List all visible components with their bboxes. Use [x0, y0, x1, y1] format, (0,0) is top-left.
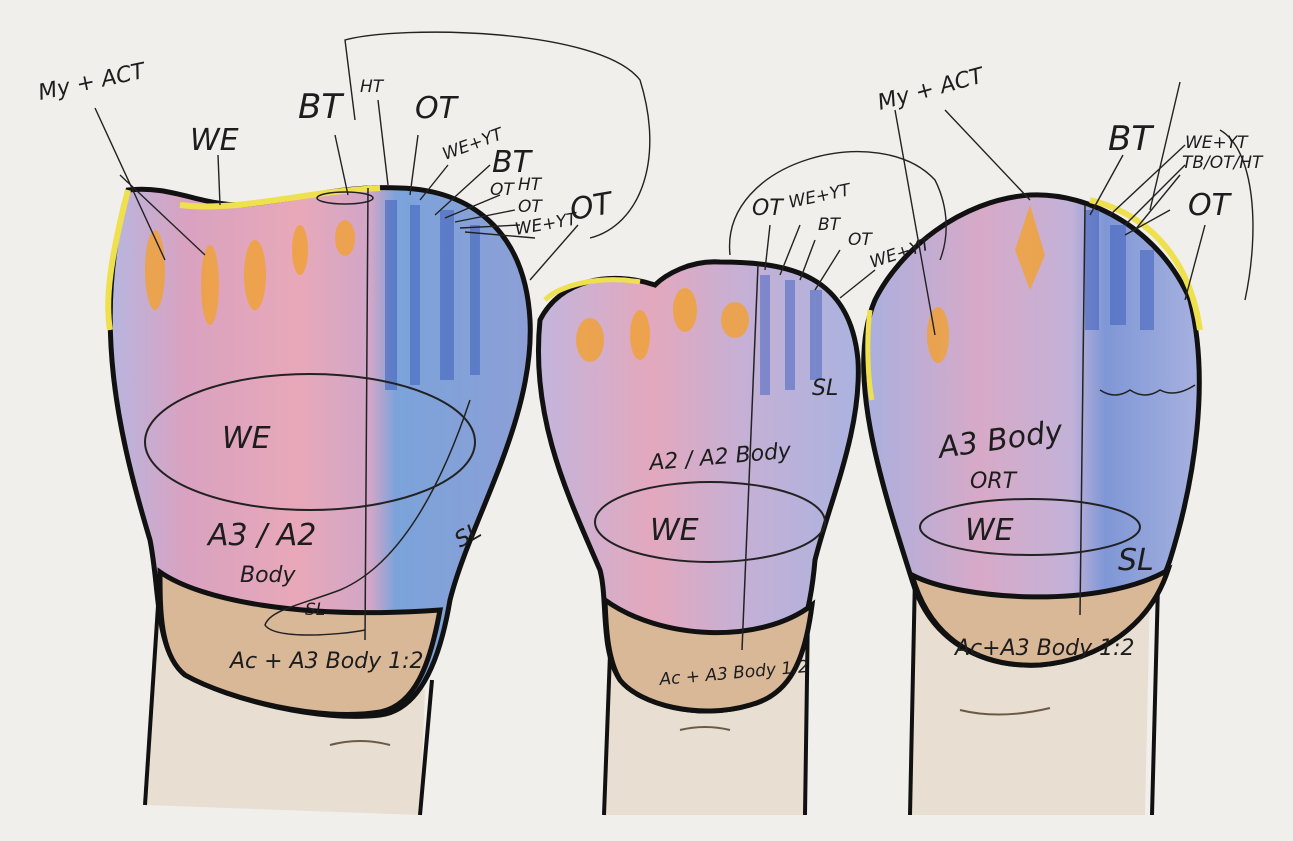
label-sl-mid: SL	[812, 376, 838, 401]
label-weyt-mid-1: WE+YT	[787, 180, 854, 213]
label-ot-mid-1: OT	[752, 196, 784, 221]
label-cervical-left: Ac + A3 Body 1:2	[228, 649, 424, 674]
label-ot-left-4: OT	[567, 186, 617, 228]
label-we-right-zone: WE	[965, 513, 1014, 548]
label-bt-left-1: BT	[298, 87, 344, 127]
label-body-right-2: ORT	[970, 469, 1018, 494]
label-ot-left-3: OT	[518, 197, 543, 217]
label-ht-left-1: HT	[360, 77, 385, 97]
label-we-mid-zone: WE	[650, 513, 699, 548]
middle-tooth	[538, 262, 858, 711]
label-we-left-top: WE	[190, 123, 239, 158]
label-my-act-left: My + ACT	[36, 59, 149, 106]
left-tooth	[108, 188, 530, 717]
label-body-left-2: Body	[240, 563, 297, 588]
label-ht-left-2: HT	[518, 175, 543, 195]
label-bt-mid: BT	[818, 215, 842, 235]
label-we-left-zone: WE	[222, 421, 271, 456]
label-sl-left-bottom: SL	[305, 600, 325, 620]
label-weyt-right: WE+YT	[1185, 133, 1249, 153]
label-sl-right: SL	[1118, 543, 1154, 578]
label-ot-mid-2: OT	[848, 230, 873, 250]
label-body-left-1: A3 / A2	[206, 518, 316, 553]
label-cervical-right: Ac+A3 Body 1:2	[953, 636, 1135, 661]
label-my-act-right: My + ACT	[875, 63, 988, 116]
label-tb-ot-ht-right: TB/OT/HT	[1182, 153, 1264, 173]
label-ot-left-1: OT	[415, 91, 460, 126]
label-ot-right: OT	[1188, 188, 1233, 223]
label-bt-right: BT	[1108, 119, 1154, 159]
label-ot-left-2: OT	[490, 180, 515, 200]
